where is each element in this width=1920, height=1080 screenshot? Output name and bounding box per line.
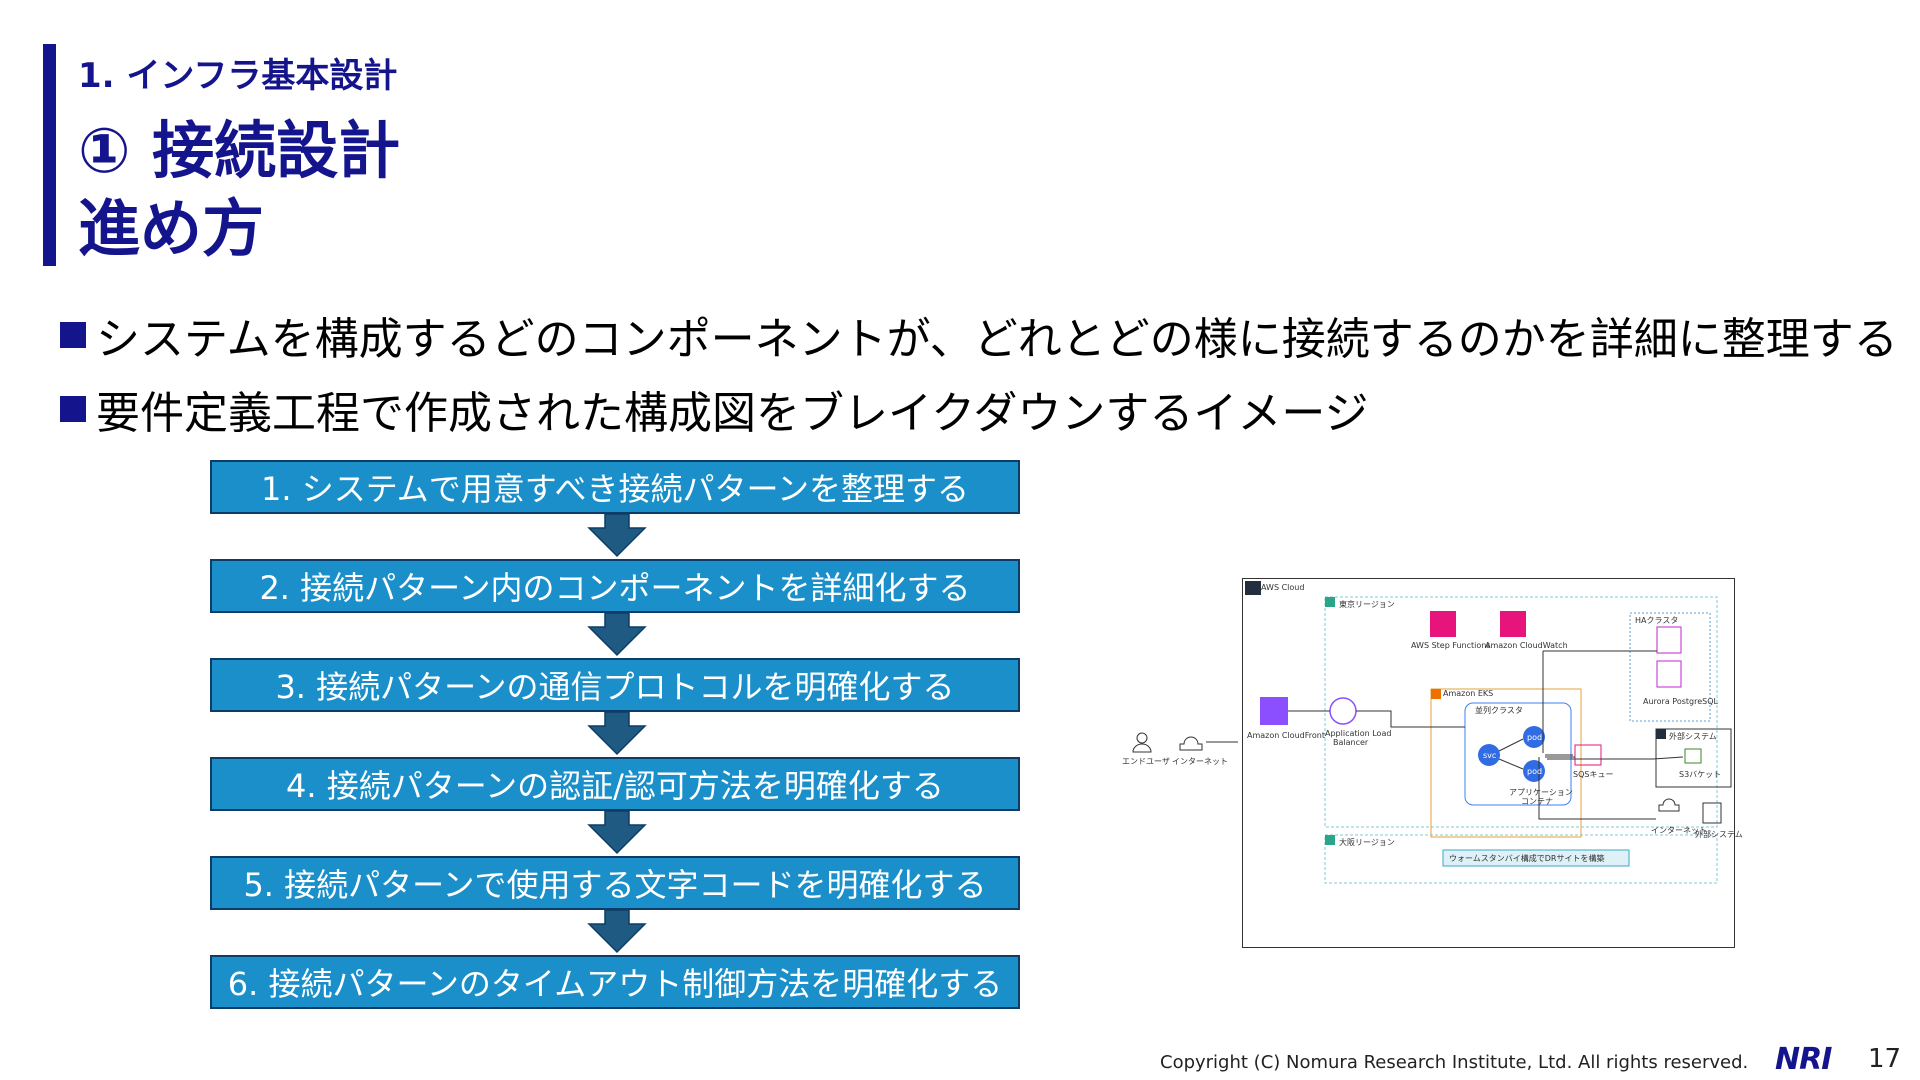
diagram-left-icons <box>1132 732 1238 753</box>
ha-cluster-box <box>1629 612 1711 722</box>
step-box-1: 1. システムで用意すべき接続パターンを整理する <box>210 460 1020 514</box>
diagram-cloudwatch-label: Amazon CloudWatch <box>1485 641 1568 650</box>
bullet-square-icon <box>60 322 86 348</box>
s3-bucket-icon <box>1684 748 1702 764</box>
dr-note-box <box>1442 849 1630 867</box>
cluster-box <box>1464 702 1572 806</box>
nri-logo: NRI <box>1775 1042 1832 1077</box>
diagram-alb-label-1: Application Load <box>1325 729 1392 738</box>
diagram-dr-note: ウォームスタンバイ構成でDRサイトを構築 <box>1449 854 1605 863</box>
page-title-line1: ① 接続設計 <box>78 114 401 187</box>
architecture-diagram-graphics <box>1245 581 1732 884</box>
diagram-internet-label: インターネット <box>1172 757 1228 766</box>
diagram-region-main-label: 東京リージョン <box>1339 600 1395 609</box>
bullet-list: システムを構成するどのコンポーネントが、どれとどの様に接続するのかを詳細に整理す… <box>60 298 1898 446</box>
step-functions-icon <box>1430 611 1456 637</box>
end-user-icon <box>1136 732 1148 744</box>
alb-icon <box>1329 697 1357 725</box>
aurora-db-icon <box>1656 626 1682 654</box>
step-box-2: 2. 接続パターン内のコンポーネントを詳細化する <box>210 559 1020 613</box>
server-icon <box>1702 802 1722 824</box>
step-box-6: 6. 接続パターンのタイムアウト制御方法を明確化する <box>210 955 1020 1009</box>
diagram-app-label-1: アプリケーション <box>1509 788 1573 797</box>
diagram-pod-label: pod <box>1527 733 1543 742</box>
diagram-app-label-2: コンテナ <box>1521 797 1553 806</box>
process-steps: 1. システムで用意すべき接続パターンを整理する 2. 接続パターン内のコンポー… <box>210 460 1024 1009</box>
connector-line <box>1538 757 1656 820</box>
bullet-item: 要件定義工程で作成された構成図をブレイクダウンするイメージ <box>60 372 1898 446</box>
diagram-pod-label: pod <box>1527 767 1543 776</box>
region-main-box <box>1324 596 1718 828</box>
diagram-external2-label: 外部システム <box>1695 830 1743 839</box>
step-box-4: 4. 接続パターンの認証/認可方法を明確化する <box>210 757 1020 811</box>
internet-cloud-icon <box>1179 736 1203 751</box>
diagram-s3-label: S3バケット <box>1679 770 1722 779</box>
down-arrow-icon <box>210 910 1024 955</box>
cloudwatch-icon <box>1500 611 1526 637</box>
svc-icon <box>1478 744 1500 766</box>
connector-line <box>1498 738 1524 752</box>
external-system-box <box>1655 728 1732 788</box>
internet-cloud-icon <box>1658 798 1680 812</box>
region-dr-flag-icon <box>1325 835 1335 845</box>
connector-line <box>1498 758 1524 770</box>
diagram-ha-cluster-label: HAクラスタ <box>1635 616 1679 625</box>
down-arrow-icon <box>210 811 1024 856</box>
eks-box <box>1430 688 1582 838</box>
bullet-square-icon <box>60 396 86 422</box>
pod-icon <box>1523 726 1545 748</box>
diagram-aurora-label: Aurora PostgreSQL <box>1643 697 1718 706</box>
down-arrow-icon <box>210 514 1024 559</box>
region-flag-icon <box>1325 597 1335 607</box>
diagram-svc-label: svc <box>1483 751 1497 760</box>
diagram-step-functions-label: AWS Step Functions <box>1411 641 1491 650</box>
diagram-cloudfront-label: Amazon CloudFront <box>1247 731 1325 740</box>
diagram-cloud-label: AWS Cloud <box>1261 583 1305 592</box>
region-dr-box <box>1324 834 1718 884</box>
page-title: ① 接続設計 進め方 <box>78 112 400 268</box>
cloudfront-icon <box>1260 697 1288 725</box>
page-number: 17 <box>1868 1044 1902 1074</box>
diagram-region-dr-label: 大阪リージョン <box>1339 838 1395 847</box>
diagram-external-label: 外部システム <box>1669 732 1717 741</box>
diagram-end-user-label: エンドユーザ <box>1122 757 1170 766</box>
sqs-icon <box>1574 744 1602 766</box>
diagram-alb-label-2: Balancer <box>1333 738 1369 747</box>
diagram-sqs-label: SQSキュー <box>1573 770 1614 779</box>
accent-bar <box>43 44 56 266</box>
connector-line <box>1547 756 1684 760</box>
diagram-internet2-label: インターネット <box>1651 826 1707 835</box>
aws-logo-icon <box>1656 729 1666 739</box>
architecture-diagram: AWS Cloud 東京リージョン AWS Step Functions Ama… <box>1242 578 1743 948</box>
bullet-text: 要件定義工程で作成された構成図をブレイクダウンするイメージ <box>96 388 1369 439</box>
end-user-body-icon <box>1132 743 1152 753</box>
diagram-eks-label: Amazon EKS <box>1443 689 1494 698</box>
connector-line <box>1356 710 1465 728</box>
copyright: Copyright (C) Nomura Research Institute,… <box>1160 1052 1749 1073</box>
breadcrumb: 1. インフラ基本設計 <box>78 56 398 96</box>
diagram-cluster-label: 並列クラスタ <box>1475 706 1523 715</box>
step-box-5: 5. 接続パターンで使用する文字コードを明確化する <box>210 856 1020 910</box>
bullet-item: システムを構成するどのコンポーネントが、どれとどの様に接続するのかを詳細に整理す… <box>60 298 1898 372</box>
down-arrow-icon <box>210 613 1024 658</box>
down-arrow-icon <box>210 712 1024 757</box>
eks-icon <box>1431 689 1441 699</box>
bullet-text: システムを構成するどのコンポーネントが、どれとどの様に接続するのかを詳細に整理す… <box>96 314 1898 365</box>
page-title-line2: 進め方 <box>78 192 265 265</box>
aurora-db-icon <box>1656 660 1682 688</box>
aws-logo-icon <box>1245 581 1261 595</box>
step-box-3: 3. 接続パターンの通信プロトコルを明確化する <box>210 658 1020 712</box>
